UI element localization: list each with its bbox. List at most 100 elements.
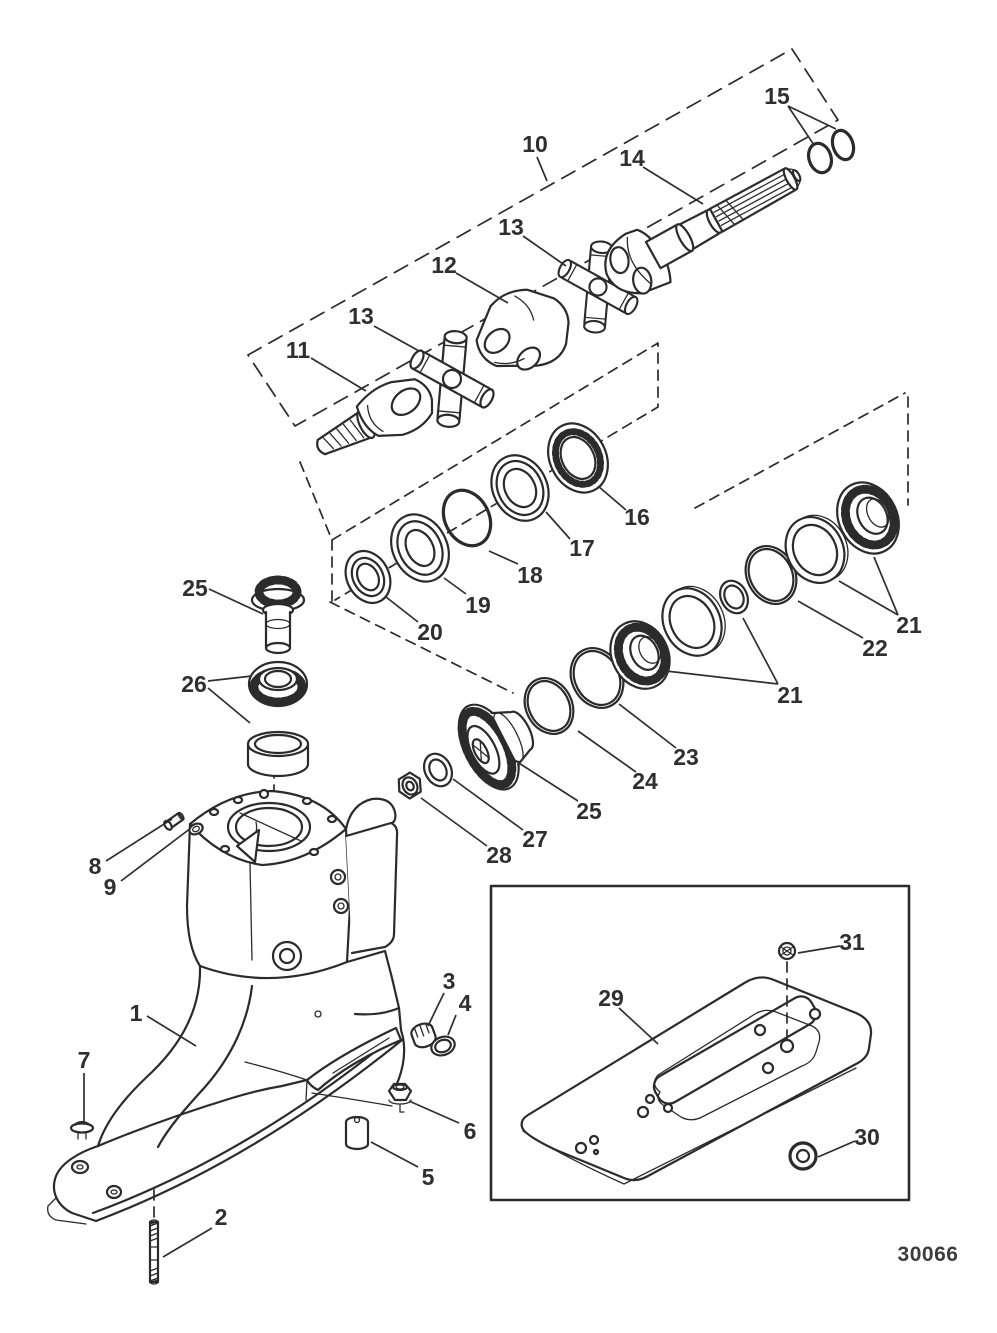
- callout-24: 24: [632, 768, 658, 794]
- part-22-shim-ring: [744, 545, 798, 605]
- leader-line-13a: [522, 235, 567, 267]
- leader-line-31: [797, 945, 841, 954]
- line-art: [47, 48, 911, 1285]
- leader-line-2: [162, 1227, 213, 1258]
- part-25-pinion-gear-assembly: [457, 703, 535, 791]
- callout-1: 1: [130, 1000, 143, 1026]
- callout-6: 6: [464, 1118, 477, 1144]
- callout-26: 26: [181, 671, 207, 697]
- leader-line-21a: [873, 556, 899, 616]
- leader-line-10: [536, 156, 548, 182]
- callout-28: 28: [486, 842, 512, 868]
- callout-4: 4: [459, 990, 472, 1016]
- leader-line-13b: [373, 325, 420, 352]
- part-13-ujoint-cross-lower: [409, 330, 495, 428]
- leader-line-8: [105, 818, 173, 862]
- leader-line-1: [146, 1015, 197, 1047]
- drawing-number: 30066: [898, 1243, 959, 1266]
- callout-11: 11: [286, 337, 311, 363]
- callout-20: 20: [417, 619, 443, 645]
- callout-27: 27: [522, 826, 548, 852]
- part-14-yoke-splined-shaft: [604, 167, 802, 295]
- callout-14: 14: [619, 145, 645, 171]
- part-11-yoke-splined-stub: [316, 378, 434, 456]
- callout-15: 15: [764, 83, 790, 109]
- leader-line-29: [618, 1007, 659, 1045]
- leader-line-28: [420, 797, 488, 847]
- dashed-segment: [299, 461, 333, 541]
- leader-line-27: [452, 778, 524, 831]
- leader-line-5: [370, 1141, 419, 1168]
- leader-line-30: [817, 1140, 856, 1158]
- leader-line-19: [443, 577, 467, 595]
- callout-10: 10: [522, 131, 548, 157]
- leader-line-26: [207, 687, 251, 724]
- callout-2: 2: [215, 1204, 228, 1230]
- part-15-orings: [806, 128, 856, 175]
- leader-line-23: [618, 703, 677, 749]
- part-21-bearing-cone-inner: [609, 620, 671, 690]
- callout-13b: 13: [348, 303, 374, 329]
- callout-21a: 21: [896, 612, 922, 638]
- part-26-tapered-bearing: [247, 660, 309, 708]
- part-2-stud: [148, 1219, 160, 1285]
- callout-18: 18: [517, 562, 543, 588]
- callout-16: 16: [624, 504, 650, 530]
- callout-9: 9: [104, 874, 117, 900]
- callout-30: 30: [854, 1124, 880, 1150]
- bearing-stack-box: [694, 392, 909, 509]
- callout-25b: 25: [576, 798, 602, 824]
- part-31-nut: [777, 941, 797, 961]
- callout-25a: 25: [182, 575, 208, 601]
- part-28-pinion-nut: [397, 771, 422, 800]
- callout-5: 5: [422, 1164, 435, 1190]
- leader-line-15: [787, 105, 815, 146]
- part-8-screw: [163, 811, 185, 831]
- leader-line-17: [545, 511, 571, 540]
- leader-line-26: [207, 675, 253, 682]
- leader-line-24: [577, 730, 637, 773]
- part-21-bearing-cup-inner: [661, 585, 726, 657]
- callout-7: 7: [78, 1047, 91, 1073]
- callout-29: 29: [598, 985, 624, 1011]
- leader-line-22: [797, 600, 864, 639]
- part-5-bushing: [344, 1115, 370, 1151]
- part-21-bearing-cone-outer: [836, 481, 900, 555]
- callout-13a: 13: [498, 214, 524, 240]
- part-19-oil-seal: [390, 513, 450, 583]
- part-6-flange-nut: [387, 1082, 413, 1113]
- part-30-grommet: [788, 1141, 818, 1171]
- leader-line-16: [597, 485, 627, 511]
- leader-line-3: [427, 992, 445, 1027]
- inset-box: [489, 884, 911, 1202]
- callout-23: 23: [673, 744, 699, 770]
- part-27-washer: [422, 752, 454, 788]
- part-21-spacer-ring: [718, 579, 750, 615]
- leader-line-11: [310, 357, 367, 392]
- part-4-seal-ring: [430, 1035, 456, 1057]
- leader-line-21a: [838, 580, 899, 616]
- part-9-washer: [188, 822, 204, 836]
- callout-22: 22: [862, 635, 888, 661]
- callout-17: 17: [569, 535, 595, 561]
- callout-19: 19: [465, 592, 491, 618]
- callout-31: 31: [839, 929, 865, 955]
- part-12-center-yoke: [475, 288, 570, 371]
- part-3-plug: [410, 1022, 437, 1049]
- part-20-oil-seal: [344, 550, 392, 604]
- leader-line-21b: [742, 617, 779, 685]
- leader-line-15: [787, 105, 837, 130]
- leader-line-25a: [208, 588, 264, 615]
- callout-8: 8: [89, 853, 102, 879]
- part-25-gear-vertical: [250, 575, 306, 655]
- part-21-bearing-cup-outer: [784, 514, 849, 584]
- leader-line-18: [488, 550, 519, 565]
- leader-line-12: [455, 272, 509, 304]
- callout-3: 3: [443, 968, 456, 994]
- callout-21b: 21: [777, 682, 803, 708]
- leader-line-9: [120, 827, 192, 882]
- leader-line-4: [447, 1014, 457, 1036]
- part-18-oring: [441, 488, 493, 548]
